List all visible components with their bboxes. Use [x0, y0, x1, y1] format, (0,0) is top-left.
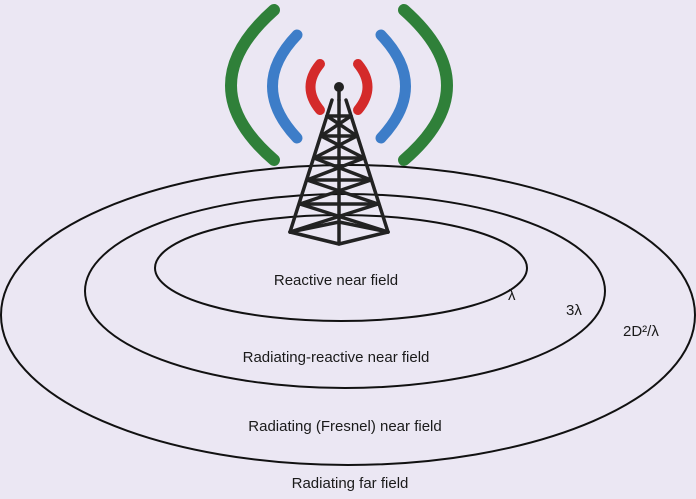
- wave-inner-right: [353, 59, 373, 115]
- boundary-label-middle: 3λ: [566, 302, 582, 319]
- wave-middle-right: [375, 29, 411, 144]
- region-label-far-field: Radiating far field: [291, 475, 409, 492]
- boundary-label-inner: λ: [508, 287, 516, 304]
- boundary-label-outer: 2D²/λ: [623, 323, 659, 340]
- wave-outer-left: [225, 4, 280, 166]
- antenna-tower-icon: [288, 82, 390, 246]
- region-label-radiating-reactive: Radiating-reactive near field: [242, 349, 430, 366]
- radio-waves-icon: [225, 4, 453, 166]
- wave-outer-right: [398, 4, 453, 166]
- region-label-reactive: Reactive near field: [273, 272, 399, 289]
- region-label-fresnel: Radiating (Fresnel) near field: [248, 418, 442, 435]
- wave-middle-left: [267, 29, 303, 144]
- wave-inner-left: [305, 59, 325, 115]
- inner-boundary-ellipse: [154, 214, 528, 322]
